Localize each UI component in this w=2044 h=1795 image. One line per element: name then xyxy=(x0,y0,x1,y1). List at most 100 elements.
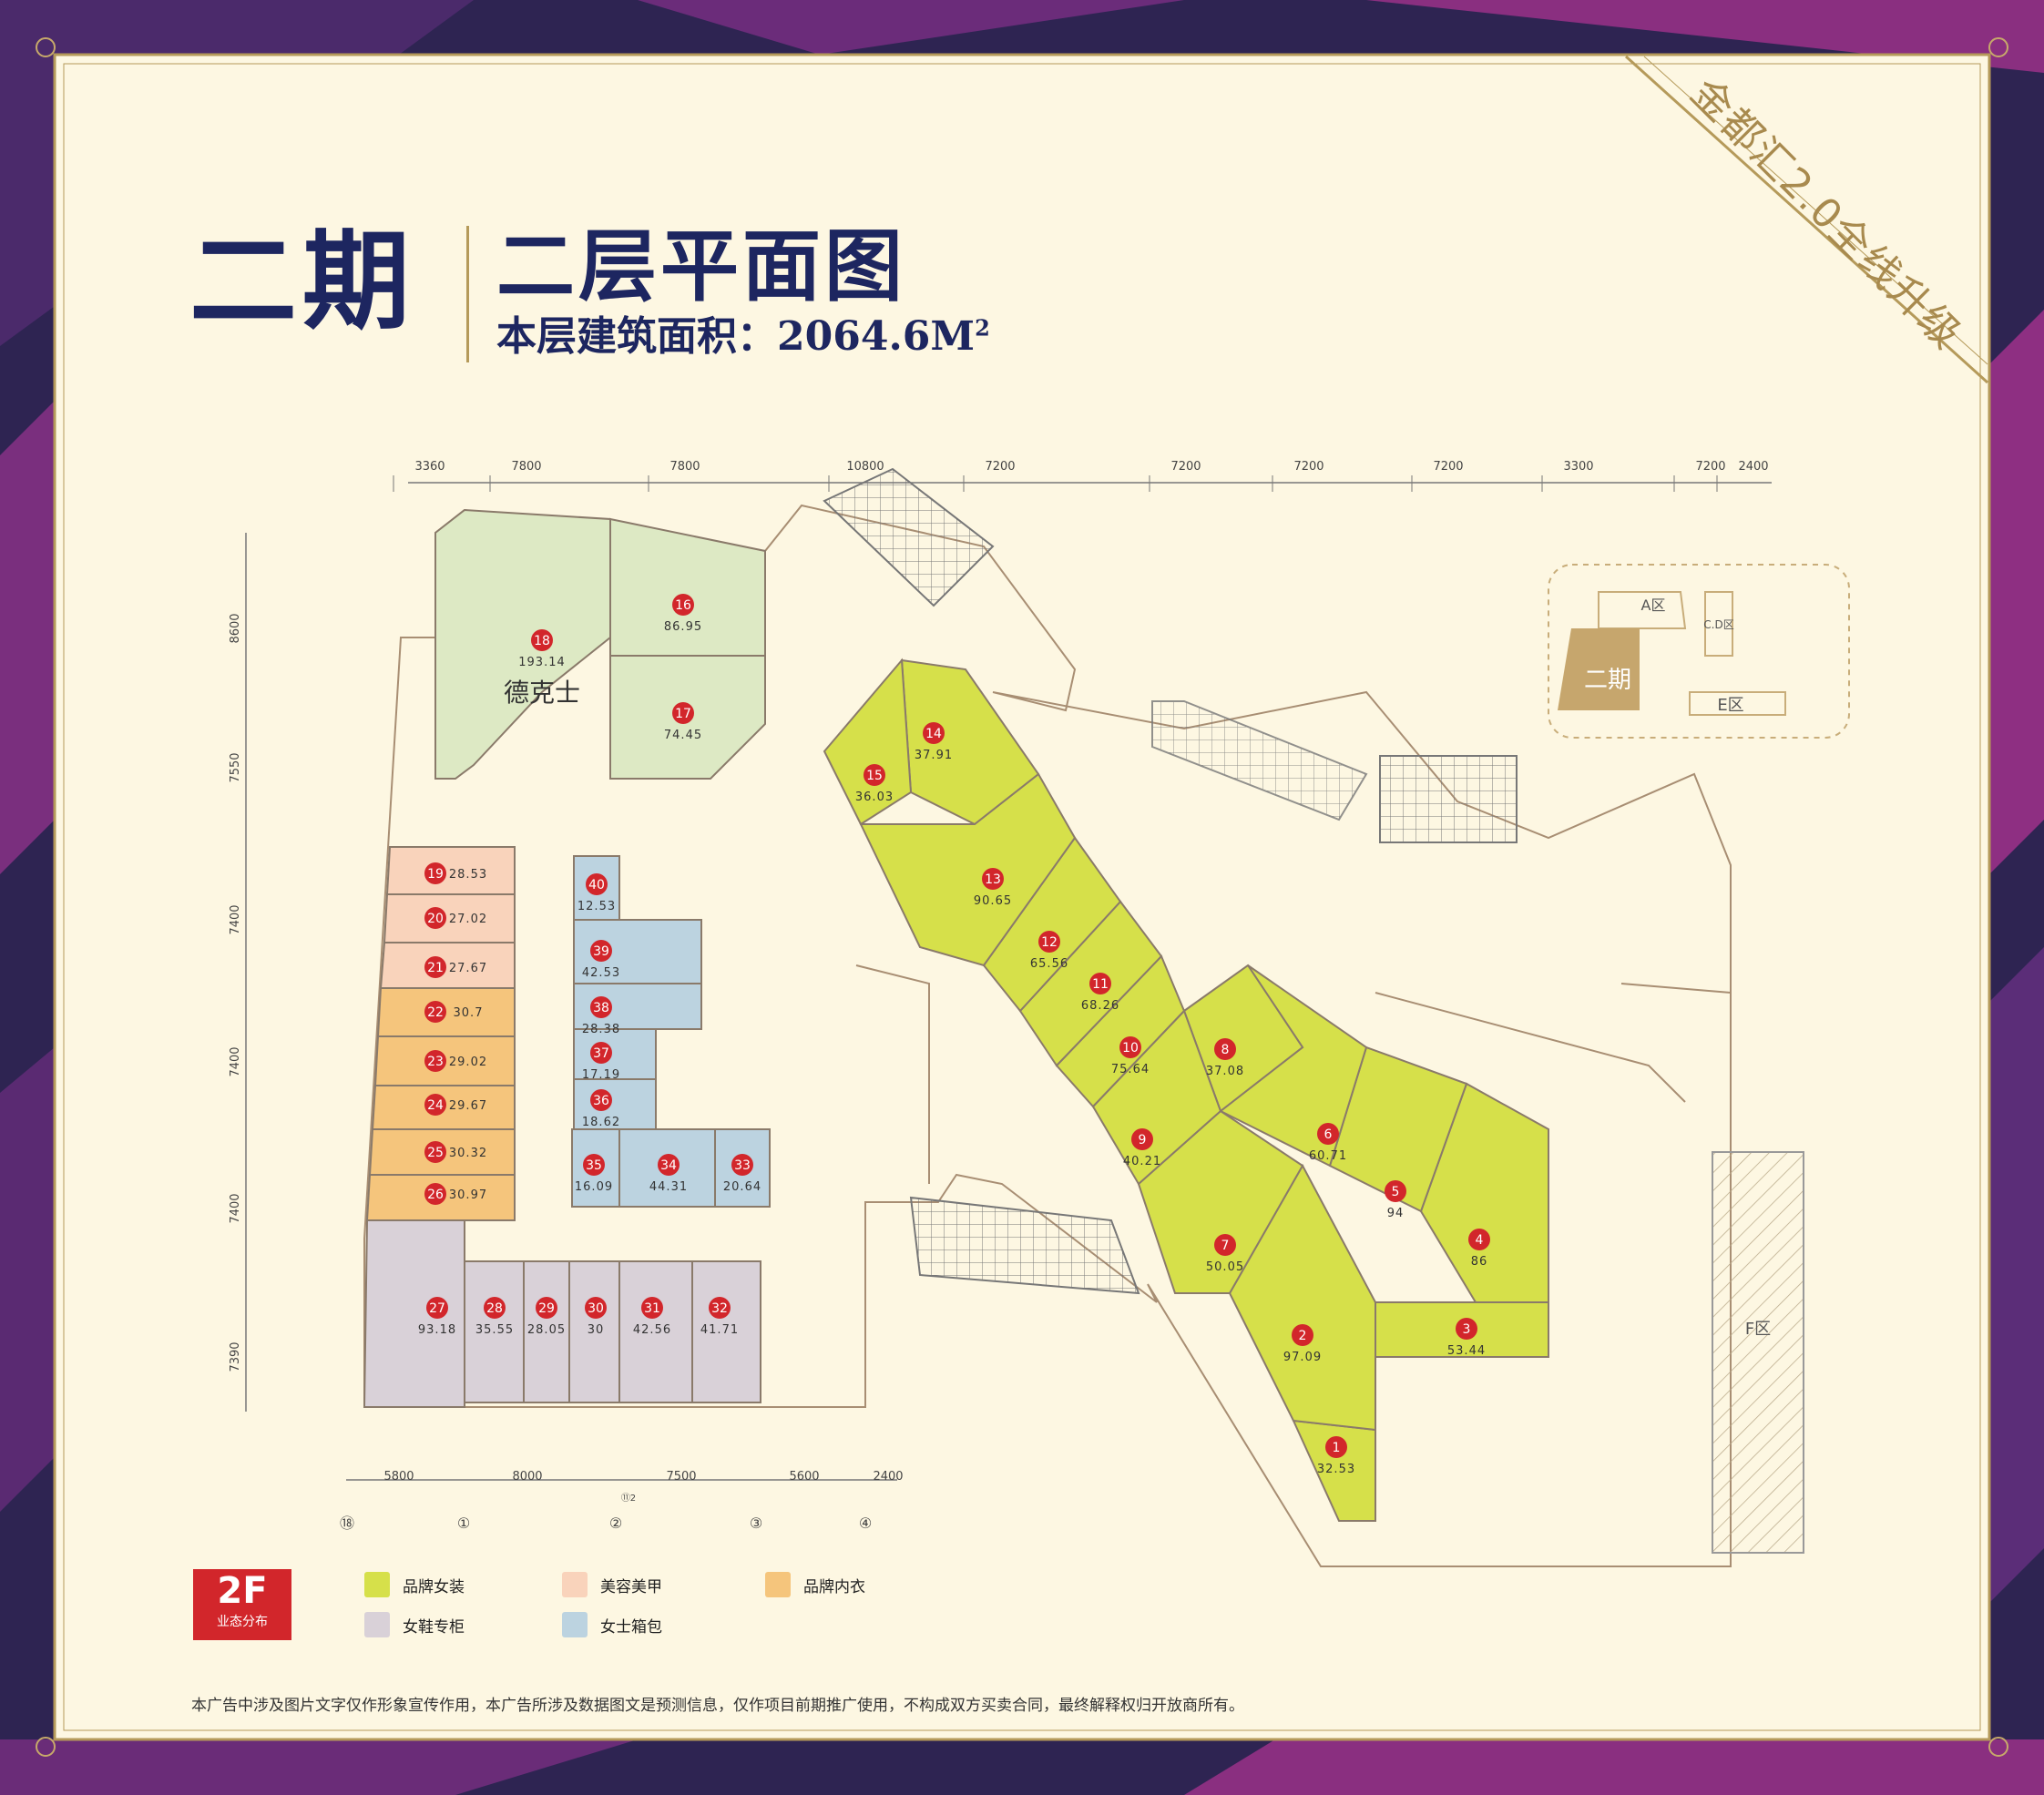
unit-marker-40 xyxy=(586,873,608,895)
dim-top: 3300 xyxy=(1563,460,1593,474)
dim-left: 7400 xyxy=(229,1193,242,1223)
unit-number: 25 xyxy=(427,1146,444,1160)
floor-area-text: 本层建筑面积：2064.6M xyxy=(496,313,976,360)
unit-area: 28.05 xyxy=(527,1323,566,1337)
unit-area: 50.05 xyxy=(1206,1260,1244,1274)
unit-marker-14 xyxy=(923,722,945,744)
unit-area: 42.53 xyxy=(582,966,620,980)
unit-number: 32 xyxy=(711,1301,728,1316)
unit-area: 27.02 xyxy=(449,913,487,926)
unit-area: 97.09 xyxy=(1283,1351,1322,1364)
unit-area: 30.97 xyxy=(449,1188,487,1202)
unit-marker-18 xyxy=(531,629,553,651)
unit-marker-38 xyxy=(590,996,612,1018)
dim-bottom: 5600 xyxy=(789,1470,819,1484)
unit-number: 36 xyxy=(593,1094,609,1108)
unit-marker-7 xyxy=(1214,1234,1236,1256)
unit-number: 3 xyxy=(1463,1322,1471,1337)
unit-marker-26 xyxy=(424,1183,446,1205)
keymap-cd: C.D区 xyxy=(1703,618,1733,631)
unit-area: 35.55 xyxy=(475,1323,514,1337)
unit-marker-21 xyxy=(424,956,446,978)
title-divider xyxy=(466,226,469,362)
legend-swatch xyxy=(562,1612,588,1637)
unit-marker-24 xyxy=(424,1094,446,1116)
legend-swatch xyxy=(364,1572,390,1597)
unit-number: 17 xyxy=(675,707,691,721)
dim-bottom: 7500 xyxy=(666,1470,696,1484)
unit-area: 40.21 xyxy=(1123,1155,1161,1168)
unit-area: 20.64 xyxy=(723,1180,761,1194)
floor-plan-title: 二层平面图 xyxy=(496,220,906,312)
unit-area: 17.19 xyxy=(582,1068,620,1082)
anchor-store-label: 德克士 xyxy=(504,678,580,708)
unit-number: 39 xyxy=(593,944,609,959)
dim-bottom: 5800 xyxy=(383,1470,414,1484)
dim-left: 7400 xyxy=(229,1046,242,1076)
unit-area: 65.56 xyxy=(1030,957,1068,971)
legend-item-fashion: 品牌女装 xyxy=(364,1572,465,1597)
unit-number: 5 xyxy=(1392,1185,1400,1199)
keymap-phase2: 二期 xyxy=(1584,667,1631,694)
unit-number: 33 xyxy=(734,1158,751,1173)
zone-f-block xyxy=(1712,1151,1804,1554)
legend-item-lingerie: 品牌内衣 xyxy=(765,1572,865,1597)
unit-area: 16.09 xyxy=(575,1180,613,1194)
dim-top: 7800 xyxy=(669,460,700,474)
unit-number: 10 xyxy=(1122,1041,1139,1056)
unit-number: 18 xyxy=(534,634,550,648)
unit-marker-27 xyxy=(426,1297,448,1319)
unit-marker-20 xyxy=(424,907,446,929)
unit-marker-17 xyxy=(672,702,694,724)
legend-item-bags: 女士箱包 xyxy=(562,1612,662,1637)
dim-top: 10800 xyxy=(846,460,884,474)
floor-area-sup: 2 xyxy=(975,314,990,342)
unit-area: 53.44 xyxy=(1447,1344,1486,1358)
dim-top: 2400 xyxy=(1738,460,1768,474)
dim-left: 7390 xyxy=(229,1341,242,1372)
unit-number: 8 xyxy=(1221,1043,1230,1057)
legend-label: 品牌内衣 xyxy=(803,1577,865,1596)
unit-marker-6 xyxy=(1317,1123,1339,1145)
unit-number: 22 xyxy=(427,1005,444,1020)
dim-top: 7200 xyxy=(1695,460,1725,474)
unit-area: 37.91 xyxy=(915,749,953,762)
store-unit-16 xyxy=(609,517,766,657)
unit-marker-33 xyxy=(731,1154,753,1176)
unit-number: 29 xyxy=(538,1301,555,1316)
unit-marker-36 xyxy=(590,1089,612,1111)
unit-marker-12 xyxy=(1038,931,1060,953)
unit-marker-8 xyxy=(1214,1038,1236,1060)
dim-left: 7550 xyxy=(229,752,242,782)
unit-marker-37 xyxy=(590,1042,612,1064)
unit-marker-34 xyxy=(658,1154,680,1176)
unit-area: 60.71 xyxy=(1309,1149,1347,1163)
unit-number: 16 xyxy=(675,598,691,613)
dim-top: 7200 xyxy=(1433,460,1463,474)
unit-marker-5 xyxy=(1385,1180,1406,1202)
unit-area: 30.32 xyxy=(449,1147,487,1160)
unit-marker-9 xyxy=(1131,1128,1153,1150)
dim-left: 7400 xyxy=(229,904,242,934)
unit-number: 9 xyxy=(1139,1133,1147,1147)
unit-number: 13 xyxy=(985,872,1001,887)
unit-number: 4 xyxy=(1476,1233,1484,1248)
store-unit-32 xyxy=(691,1260,761,1403)
unit-area: 29.02 xyxy=(449,1056,487,1069)
unit-area: 68.26 xyxy=(1081,999,1119,1013)
legend-swatch xyxy=(765,1572,791,1597)
unit-marker-2 xyxy=(1292,1324,1313,1346)
unit-marker-25 xyxy=(424,1141,446,1163)
unit-marker-31 xyxy=(641,1297,663,1319)
bridge xyxy=(909,1196,1140,1295)
store-unit-27 xyxy=(363,1219,465,1408)
legend-swatch xyxy=(364,1612,390,1637)
unit-area: 32.53 xyxy=(1317,1463,1355,1476)
unit-number: 26 xyxy=(427,1188,444,1202)
void-atrium-top xyxy=(823,467,995,607)
unit-area: 27.67 xyxy=(449,962,487,975)
unit-number: 1 xyxy=(1333,1441,1341,1455)
unit-marker-11 xyxy=(1089,973,1111,994)
unit-marker-15 xyxy=(864,764,885,786)
unit-area: 86 xyxy=(1471,1255,1488,1269)
